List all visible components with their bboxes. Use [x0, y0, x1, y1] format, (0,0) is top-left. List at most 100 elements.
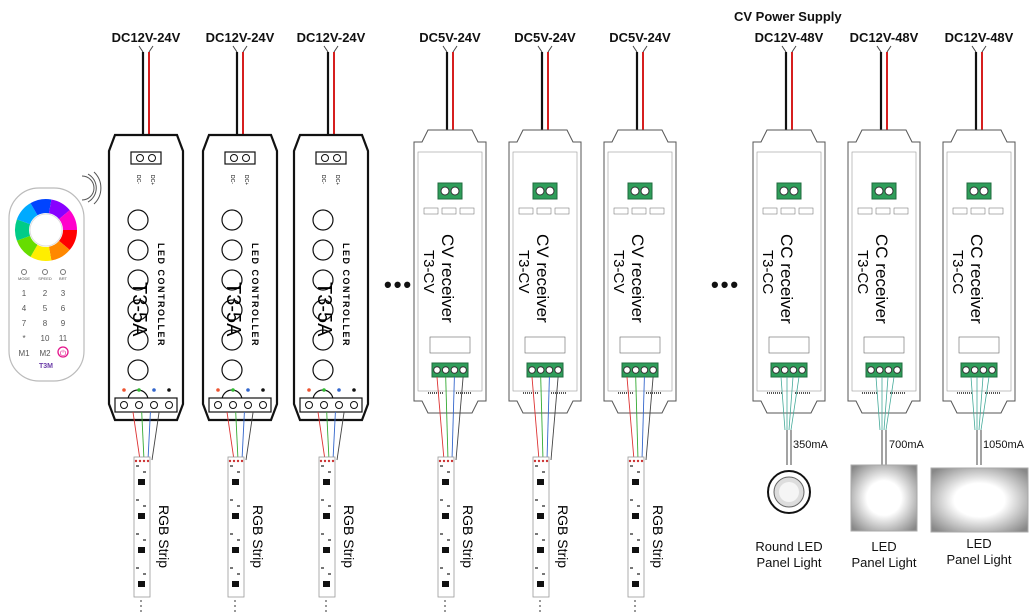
strip-resistor [630, 533, 633, 535]
mounting-hole [127, 299, 149, 321]
channel-dot [167, 388, 171, 392]
mounting-hole [127, 329, 149, 351]
strip-resistor [630, 465, 633, 467]
output-wire [317, 411, 326, 461]
receiver-model: T3-CV [515, 250, 532, 293]
panel-surface [850, 464, 918, 532]
dc-plus-label: DC+ [243, 175, 249, 185]
receiver-title: CC receiver [872, 234, 891, 324]
output-wire [635, 376, 639, 461]
strip-resistor [143, 505, 146, 507]
channel-dot [337, 388, 341, 392]
output-terminal [208, 397, 272, 413]
output-wire [550, 376, 559, 461]
strip-resistor [230, 567, 233, 569]
receiver-inner-border [946, 151, 1012, 392]
output-wire [626, 376, 635, 461]
mounting-hole [127, 359, 149, 381]
terminal-screw [230, 154, 238, 162]
receiver-body [752, 129, 826, 414]
strip-label: RGB Strip [250, 505, 266, 568]
strip-resistor [637, 573, 640, 575]
strip-led [442, 513, 449, 519]
color-wheel-segment [30, 244, 52, 261]
output-wire [132, 411, 141, 461]
output-spec-box [958, 336, 1000, 354]
strip-pad [640, 459, 644, 463]
square-panel-light-2 [930, 467, 1029, 533]
wire-tips [876, 45, 892, 53]
voltage-label-3: DC12V-24V [296, 30, 366, 45]
output-screw [433, 366, 441, 374]
strip-led [138, 479, 145, 485]
output-wire [226, 411, 235, 461]
output-wires [875, 376, 895, 431]
strip-resistor [321, 567, 324, 569]
receiver-body [413, 129, 487, 414]
strip-resistor [447, 573, 450, 575]
strip-resistor [136, 533, 139, 535]
receiver-title: CV receiver [533, 234, 552, 323]
dc-plus-label: DC+ [334, 175, 340, 185]
remote-key: 8 [43, 319, 48, 328]
receiver-title: CC receiver [967, 234, 986, 324]
strip-resistor [136, 465, 139, 467]
mounting-hole [127, 239, 149, 261]
load-caption-9: LED Panel Light [939, 536, 1019, 568]
strip-led [323, 581, 330, 587]
strip-body [627, 456, 645, 598]
strip-pad [628, 459, 632, 463]
strip-resistor [440, 567, 443, 569]
terminal-screw [545, 186, 555, 196]
remote-key: ⏻ [60, 349, 67, 358]
channel-dot [137, 388, 141, 392]
remote-mode-icon [60, 269, 66, 275]
remote-key: 10 [41, 334, 50, 343]
strip-resistor [542, 539, 545, 541]
channel-dot [122, 388, 126, 392]
color-wheel-segment [16, 203, 38, 225]
strip-led [138, 547, 145, 553]
terminal-screw [333, 154, 341, 162]
strip-led [232, 547, 239, 553]
output-screw [893, 366, 901, 374]
strip-resistor [230, 465, 233, 467]
strip-led [323, 479, 330, 485]
current-label-700: 700mA [889, 439, 924, 451]
output-spec-box [619, 336, 661, 354]
terminal-screw [321, 154, 329, 162]
remote-key: 9 [61, 319, 66, 328]
strip-body [318, 456, 336, 598]
strip-resistor [542, 505, 545, 507]
load-lead [786, 430, 792, 465]
spec-box [459, 207, 475, 215]
spec-box [613, 207, 629, 215]
strip-pad [228, 459, 232, 463]
strip-led [537, 479, 544, 485]
spec-box [649, 207, 665, 215]
terminal-screw [779, 186, 789, 196]
strip-led [323, 513, 330, 519]
output-screw [229, 401, 237, 409]
remote-mode-icon [42, 269, 48, 275]
controller-side-label: LED CONTROLLER [250, 243, 260, 347]
load-caption-8-text: LED Panel Light [851, 539, 917, 570]
color-wheel-segment [48, 240, 70, 261]
strip-resistor [535, 533, 538, 535]
spec-box [893, 207, 909, 215]
mounting-hole [221, 269, 243, 291]
output-terminal [621, 362, 659, 378]
terminal-screw [136, 154, 144, 162]
output-screw [120, 401, 128, 409]
voltage-label-2: DC12V-24V [205, 30, 275, 45]
mounting-hole [312, 239, 334, 261]
output-screw [244, 401, 252, 409]
mounting-hole [221, 329, 243, 351]
spec-box [536, 207, 552, 215]
output-screw [979, 366, 988, 374]
output-wire [540, 376, 544, 461]
remote-key: 7 [22, 319, 27, 328]
spec-box [762, 207, 778, 215]
strip-resistor [440, 465, 443, 467]
mounting-hole [221, 239, 243, 261]
